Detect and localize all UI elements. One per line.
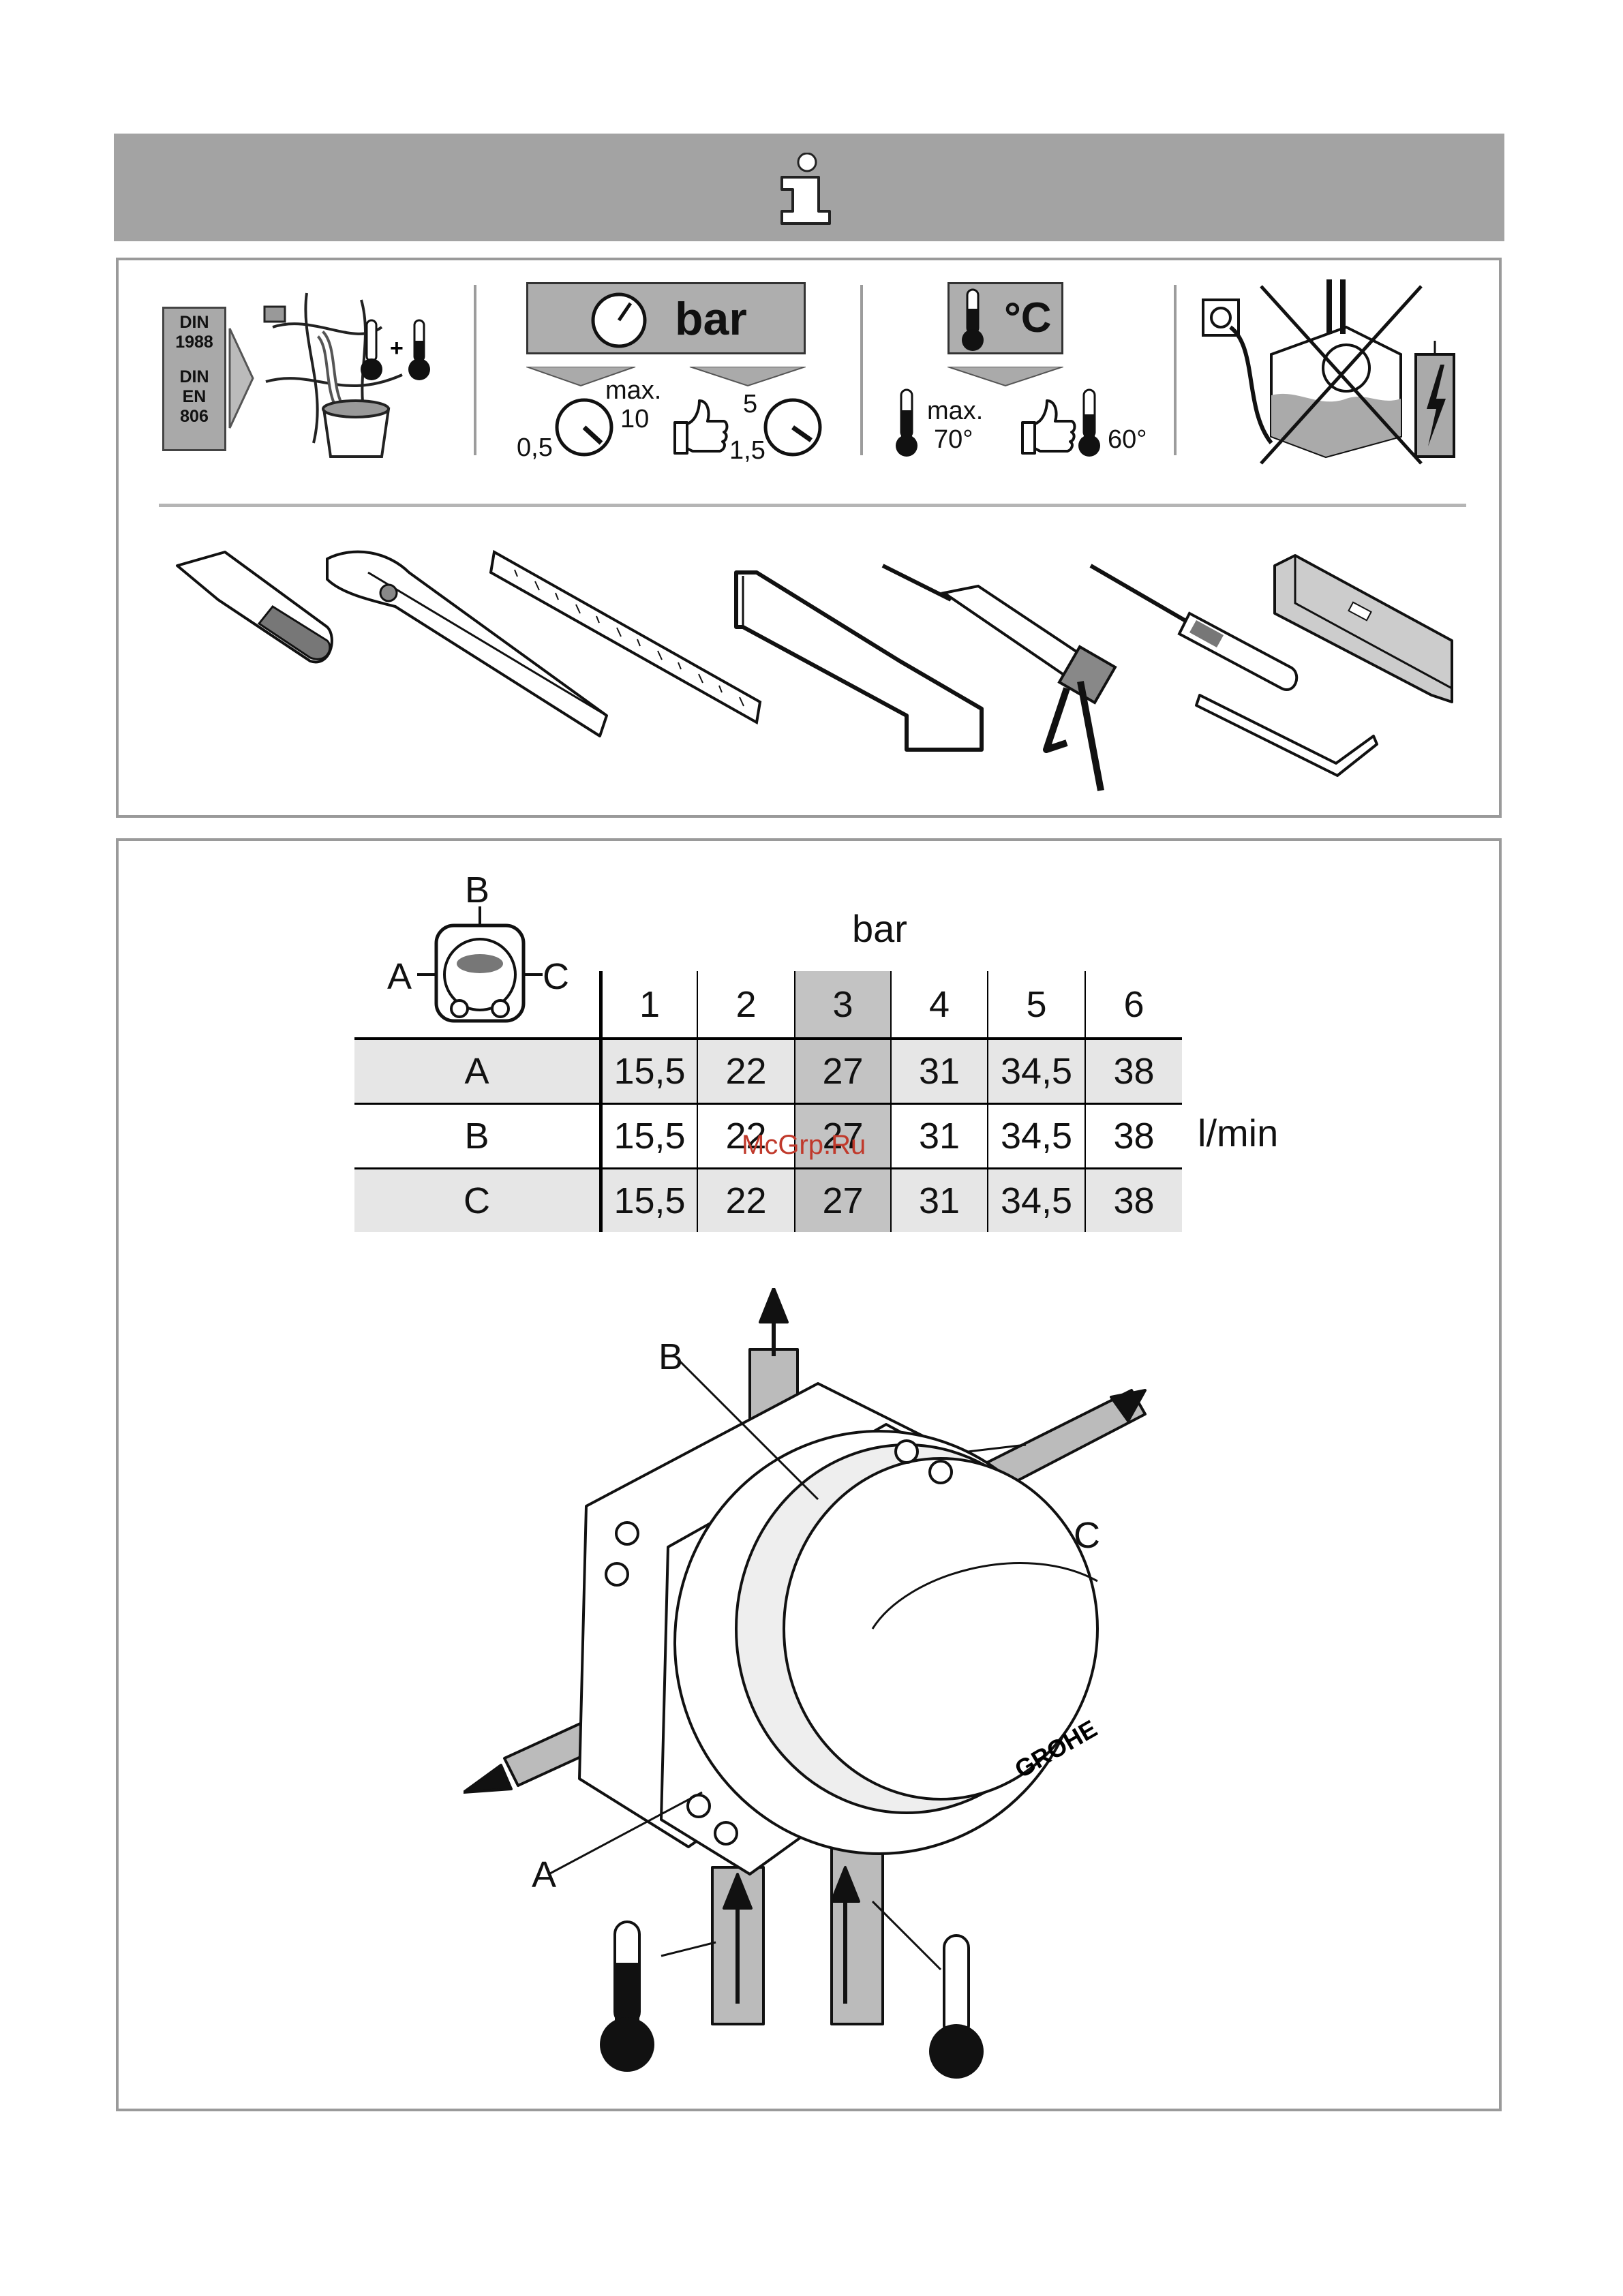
section-divider [474, 285, 476, 455]
cold-thermometer-icon [600, 1922, 654, 2072]
pressure-unit-heading: bar [852, 906, 907, 951]
temperature-max-label: max. [927, 397, 983, 426]
temperature-arrow [947, 367, 1063, 387]
table-cell: 34,5 [988, 1104, 1085, 1169]
table-row: A 15,5 22 27 31 34,5 38 [354, 1039, 1182, 1104]
standard-din-2: DIN [164, 367, 224, 387]
column-header: 4 [891, 971, 988, 1039]
temperature-max-value: 70° [934, 425, 973, 455]
standard-din: DIN [164, 313, 224, 333]
standards-label: DIN 1988 DIN EN 806 [162, 307, 226, 451]
pressure-header: bar [526, 282, 806, 354]
info-i-icon [770, 153, 845, 228]
pressure-rec-high: 5 [743, 390, 757, 419]
table-cell: 15,5 [601, 1104, 698, 1169]
row-label: A [354, 1039, 601, 1104]
hot-thermometer-icon [929, 1935, 984, 2079]
table-cell: 38 [1085, 1039, 1182, 1104]
temperature-rec-value: 60° [1108, 425, 1147, 455]
pressure-gauge-icon [590, 291, 648, 350]
recommended-temperature-thermometer-icon [1076, 387, 1103, 462]
pressure-min-value: 0,5 [517, 433, 553, 463]
table-cell: 38 [1085, 1104, 1182, 1169]
temperature-unit-label: °C [1004, 294, 1052, 342]
diagram-label-b: B [658, 1336, 683, 1378]
thermometer-icon [956, 288, 990, 352]
info-header-bar [114, 134, 1504, 241]
table-header-row: 1 2 3 4 5 6 [354, 971, 1182, 1039]
max-pressure-gauge-icon [553, 397, 615, 458]
chevron-right-icon [228, 327, 256, 429]
table-cell: 31 [891, 1104, 988, 1169]
table-cell: 31 [891, 1169, 988, 1233]
pressure-arrows [526, 367, 806, 387]
watermark: McGrp.Ru [742, 1130, 866, 1161]
row-label: C [354, 1169, 601, 1233]
spirit-level-icon [1268, 552, 1459, 709]
column-header: 6 [1085, 971, 1182, 1039]
flow-rate-table: 1 2 3 4 5 6 A 15,5 22 27 31 34,5 38 B 15… [354, 971, 1182, 1232]
thumbs-up-icon [1016, 395, 1077, 457]
section-divider [860, 285, 863, 455]
table-cell: 38 [1085, 1169, 1182, 1233]
column-header: 5 [988, 971, 1085, 1039]
standard-1988: 1988 [164, 333, 224, 352]
temperature-header: °C [947, 282, 1063, 354]
table-cell: 22 [697, 1169, 795, 1233]
pressure-unit-label: bar [675, 292, 747, 346]
table-cell: 15,5 [601, 1169, 698, 1233]
standard-806: 806 [164, 407, 224, 427]
table-cell: 34,5 [988, 1039, 1085, 1104]
section-divider [1174, 285, 1177, 455]
table-cell: 31 [891, 1039, 988, 1104]
pressure-rec-low: 1,5 [729, 436, 765, 465]
pressure-max-value: 10 [620, 405, 649, 434]
table-row: C 15,5 22 27 31 34,5 38 [354, 1169, 1182, 1233]
table-cell: 34,5 [988, 1169, 1085, 1233]
thumbs-up-icon [668, 395, 729, 457]
row-label: B [354, 1104, 601, 1169]
port-label-b: B [465, 869, 489, 911]
recommended-pressure-gauge-icon [762, 397, 823, 458]
max-temperature-thermometer-icon [893, 387, 920, 462]
table-cell-highlighted: 27 [795, 1039, 891, 1104]
svg-text:+: + [390, 335, 404, 361]
standard-en: EN [164, 387, 224, 407]
column-header-highlighted: 3 [795, 971, 891, 1039]
column-header: 1 [601, 971, 698, 1039]
electrical-hazard-warning-icon [1196, 273, 1489, 470]
table-cell-highlighted: 27 [795, 1169, 891, 1233]
thermometer-hot-cold-icon: + [360, 318, 435, 386]
table-corner [354, 971, 601, 1039]
diagram-label-a: A [532, 1854, 556, 1896]
table-cell: 22 [697, 1039, 795, 1104]
valve-body-diagram: GROHE [464, 1288, 1179, 2092]
column-header: 2 [697, 971, 795, 1039]
tools-divider [159, 504, 1466, 507]
table-cell: 15,5 [601, 1039, 698, 1104]
diagram-label-c: C [1074, 1514, 1100, 1557]
flow-unit-label: l/min [1198, 1111, 1278, 1155]
